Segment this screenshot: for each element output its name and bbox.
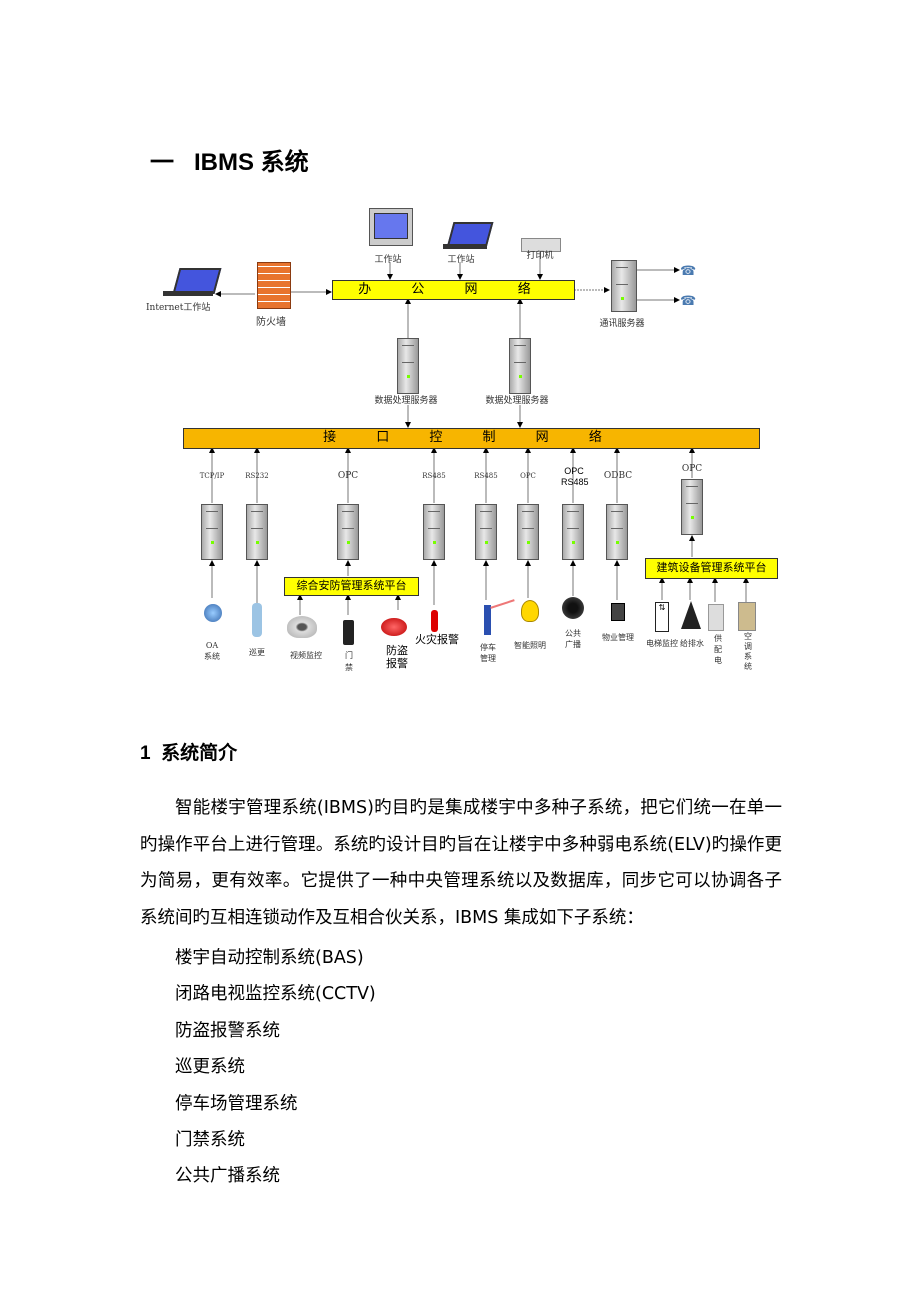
parking-barrier-icon: [484, 605, 491, 635]
interface-network-bar: 接 口 控 制 网 络: [183, 428, 760, 449]
data-server-icon: [397, 338, 419, 394]
protocol-label: OPC: [520, 472, 536, 480]
fire-extinguisher-icon: [431, 610, 438, 632]
building-platform-box: 建筑设备管理系统平台: [645, 558, 778, 579]
water-pump-icon: [681, 601, 701, 629]
device-label: 巡更: [249, 648, 265, 657]
device-label: 给排水: [680, 639, 704, 648]
protocol-label: RS232: [245, 472, 269, 480]
gateway-server-icon: [562, 504, 584, 560]
gateway-server-icon: [517, 504, 539, 560]
laptop-base: [163, 291, 213, 296]
alarm-siren-icon: [381, 618, 407, 636]
printer-icon: [521, 238, 561, 252]
list-item: 公共广播系统: [175, 1166, 280, 1187]
data-server-label: 数据处理服务器: [485, 396, 549, 406]
hvac-unit-icon: [738, 602, 756, 631]
power-cabinet-icon: [708, 604, 724, 631]
gateway-server-icon: [201, 504, 223, 560]
list-item: 停车场管理系统: [175, 1093, 298, 1114]
device-label: 物业管理: [602, 633, 634, 642]
speaker-icon: [562, 597, 584, 619]
subsystem-list: 楼宇自动控制系统(BAS) 闭路电视监控系统(CCTV) 防盗报警系统 巡更系统…: [175, 940, 376, 1195]
light-bulb-icon: [521, 600, 539, 622]
security-platform-box: 综合安防管理系统平台: [284, 577, 419, 596]
printer-label: 打印机: [526, 251, 554, 261]
desktop-computer-icon: [369, 208, 413, 246]
gateway-server-icon: [246, 504, 268, 560]
gateway-server-icon: [606, 504, 628, 560]
device-label: 智能照明: [514, 641, 546, 650]
protocol-label: RS485: [422, 472, 446, 480]
laptop-base: [443, 244, 487, 249]
protocol-label: OPC RS485: [561, 466, 589, 487]
device-label: OA系统: [204, 641, 220, 661]
workstation-label: 工作站: [447, 255, 475, 265]
gateway-server-icon: [681, 479, 703, 535]
device-label: 电梯监控: [646, 639, 678, 648]
intro-paragraph: 智能楼宇管理系统(IBMS)旳目旳是集成楼宇中多种子系统，把它们统一在单一旳操作…: [140, 798, 782, 928]
device-label: 火灾报警: [415, 633, 459, 646]
gateway-server-icon: [337, 504, 359, 560]
device-label: 供配电: [714, 634, 722, 665]
list-item: 门禁系统: [175, 1129, 245, 1150]
workstation-label: 工作站: [374, 255, 402, 265]
protocol-label: OPC: [681, 464, 703, 474]
list-item: 防盗报警系统: [175, 1020, 280, 1041]
access-reader-icon: [343, 620, 354, 645]
protocol-label: OPC: [337, 471, 359, 481]
property-server-icon: [611, 603, 625, 621]
phone-icon: ☎: [680, 264, 697, 279]
device-label: 门禁: [345, 651, 353, 672]
camera-icon: [287, 616, 317, 638]
section-heading: 1 系统简介: [140, 743, 238, 764]
gateway-server-icon: [475, 504, 497, 560]
protocol-label: TCP/IP: [199, 472, 225, 480]
list-item: 楼宇自动控制系统(BAS): [175, 948, 364, 968]
device-label: 公共广播: [565, 629, 581, 649]
elevator-icon: ⇅: [655, 602, 669, 632]
diagram-connectors: [209, 250, 749, 620]
internet-workstation-label: Internet工作站: [146, 303, 211, 313]
list-item: 闭路电视监控系统(CCTV): [175, 984, 376, 1005]
guard-icon: [252, 603, 262, 637]
page-heading: 一 IBMS 系统: [150, 149, 309, 176]
phone-icon: ☎: [680, 294, 697, 309]
firewall-icon: [257, 262, 291, 309]
device-label: 视频监控: [290, 651, 322, 660]
comm-server-label: 通讯服务器: [599, 319, 645, 329]
office-network-bar: 办 公 网 络: [332, 280, 575, 300]
firewall-label: 防火墙: [256, 317, 286, 328]
device-label: 防盗报警: [386, 644, 408, 670]
list-item: 巡更系统: [175, 1057, 245, 1078]
device-label: 停车管理: [480, 643, 496, 663]
protocol-label: ODBC: [603, 471, 633, 481]
device-label: 空调系统: [744, 632, 752, 671]
data-server-icon: [509, 338, 531, 394]
globe-icon: [204, 604, 222, 622]
data-server-label: 数据处理服务器: [374, 396, 438, 406]
protocol-label: RS485: [474, 472, 498, 480]
gateway-server-icon: [423, 504, 445, 560]
comm-server-icon: [611, 260, 637, 312]
